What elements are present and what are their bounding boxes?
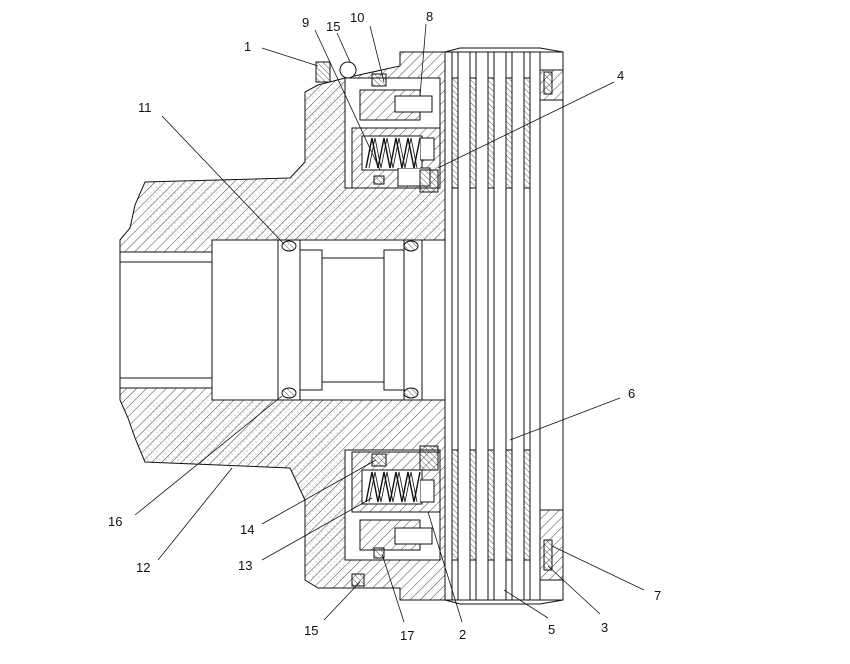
- callout-10: 10: [350, 10, 364, 25]
- callout-6: 6: [628, 386, 635, 401]
- callout-12: 12: [136, 560, 150, 575]
- callout-9: 9: [302, 15, 309, 30]
- callout-4: 4: [617, 68, 624, 83]
- callout-17: 17: [400, 628, 414, 643]
- callout-15-bottom: 15: [304, 623, 318, 638]
- outer-seal: [315, 61, 357, 83]
- callout-7: 7: [654, 588, 661, 603]
- seal-rings: [281, 240, 419, 399]
- callout-13: 13: [238, 558, 252, 573]
- callout-5: 5: [548, 622, 555, 637]
- callout-16: 16: [108, 514, 122, 529]
- shaft-bore: [119, 239, 446, 401]
- callout-2: 2: [459, 627, 466, 642]
- callout-1: 1: [244, 39, 251, 54]
- callout-11: 11: [138, 100, 152, 115]
- clutch-plate-pack: [444, 47, 564, 605]
- upper-spring: [364, 137, 421, 169]
- upper-piston-cavity: [344, 73, 441, 193]
- leader-lines: [134, 23, 645, 623]
- callout-8: 8: [426, 9, 433, 24]
- callout-3: 3: [601, 620, 608, 635]
- callout-14: 14: [240, 522, 254, 537]
- lower-spring: [364, 471, 421, 503]
- callout-15-top: 15: [326, 19, 340, 34]
- callout-labels: 1 9 15 10 8 4 11 6 16 12 14 13 2 5 3 7 1…: [108, 9, 661, 643]
